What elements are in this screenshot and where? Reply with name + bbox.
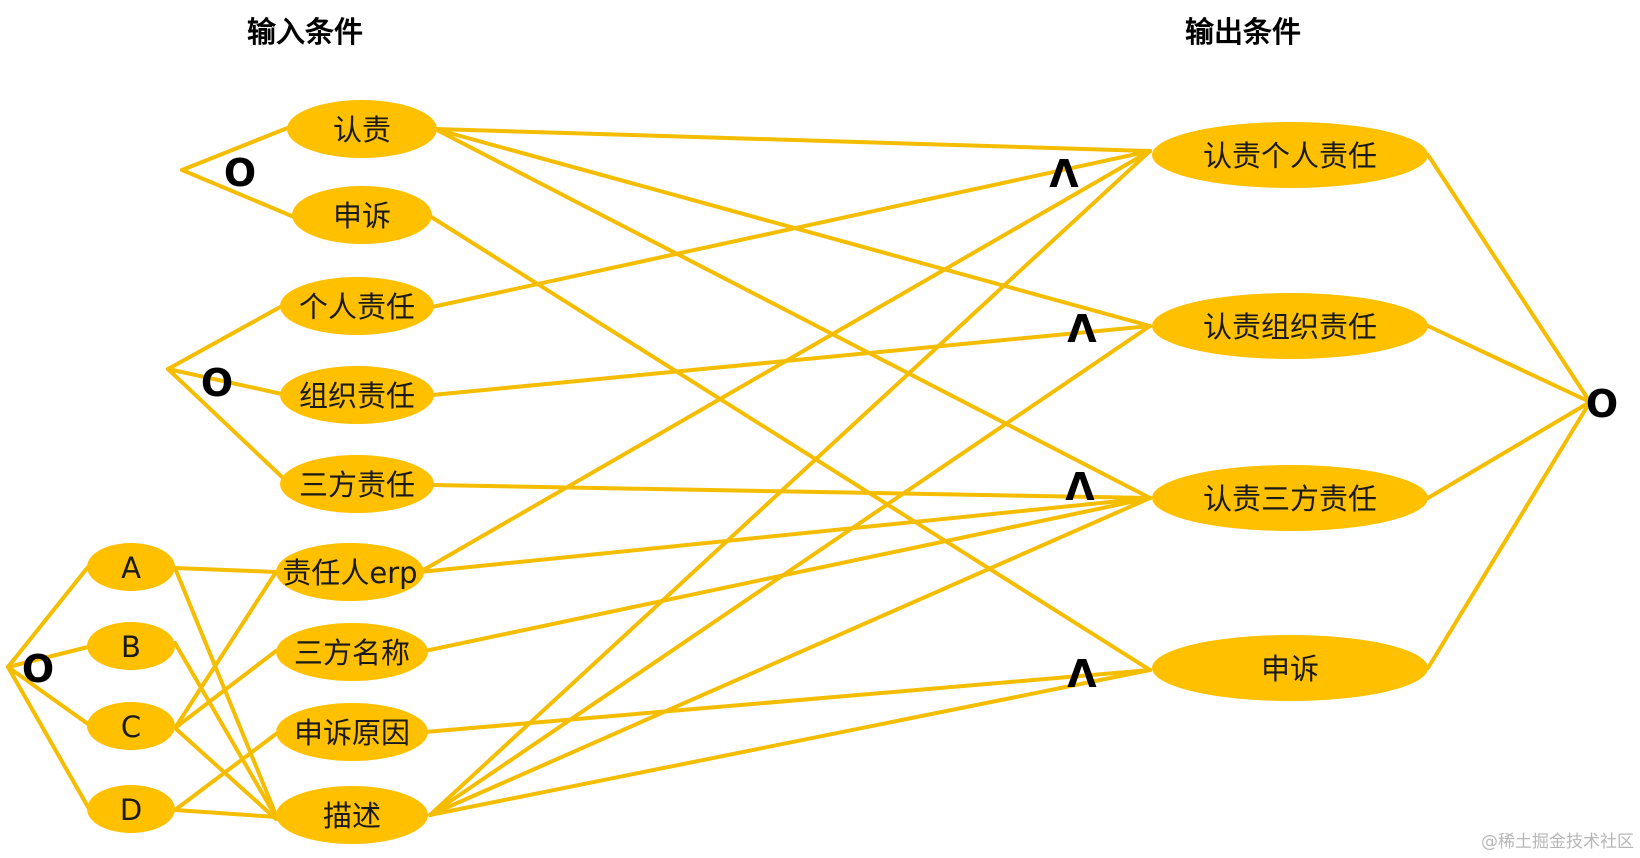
node-label: D [120,793,142,827]
watermark: @稀土掘金技术社区 [1481,832,1634,852]
edge [428,324,1152,817]
or-operator: O [1586,382,1618,426]
input-nodes: 认责 申诉 个人责任 组织责任 三方责任 责任人erp 三方名称 申诉原因 [87,100,437,844]
output-nodes: 认责个人责任 认责组织责任 认责三方责任 申诉 [1152,122,1428,701]
edge [430,149,1152,309]
and-operator: Λ [1067,307,1097,351]
edge [173,732,278,812]
and-operator: Λ [1049,152,1079,196]
output-conditions-header: 输出条件 [1185,15,1301,49]
node-label: 描述 [323,799,381,833]
node-zuzhi-zeren: 组织责任 [280,366,434,424]
edges [6,125,1592,821]
edge [173,566,278,574]
node-out-shensu: 申诉 [1152,635,1428,701]
node-label: 三方名称 [294,636,410,670]
node-label: B [121,630,141,664]
node-label: 组织责任 [299,379,415,413]
node-label: 认责个人责任 [1203,139,1377,173]
node-label: 申诉 [333,199,391,233]
node-label: 认责三方责任 [1203,482,1377,516]
edge [423,211,1152,672]
node-label: 认责 [333,113,391,147]
edge [180,168,296,219]
node-b: B [87,622,175,670]
edge [423,668,1152,734]
node-shensu: 申诉 [292,186,432,244]
or-operator: O [22,647,54,691]
edge [173,808,278,819]
node-out-sanfang: 认责三方责任 [1152,465,1428,531]
node-d: D [87,785,175,833]
edge [430,483,1152,500]
node-label: 责任人erp [282,556,417,590]
node-label: 认责组织责任 [1203,310,1377,344]
edge [418,496,1152,574]
node-renze: 认责 [287,100,437,158]
edge [6,565,90,669]
edge [428,149,1152,817]
edge [173,649,278,730]
node-out-zuzhi: 认责组织责任 [1152,293,1428,359]
edge [6,665,90,809]
edge [1426,153,1592,404]
or-operator: O [201,361,233,405]
node-c: C [87,702,175,750]
node-a: A [87,543,175,591]
edge [6,645,90,669]
edge [433,127,1152,500]
edge [433,127,1152,153]
edge [173,641,278,819]
node-out-geren: 认责个人责任 [1152,122,1428,188]
node-label: C [121,710,141,744]
edge [430,324,1152,397]
edge [6,665,90,726]
or-operator: O [224,151,256,195]
edge [173,570,278,730]
edge [428,496,1152,817]
node-label: 申诉 [1261,652,1319,686]
node-sanfang-mingcheng: 三方名称 [276,623,428,681]
node-shensu-yuanyin: 申诉原因 [276,703,428,761]
edge [1426,400,1592,500]
and-operator: Λ [1067,652,1097,696]
input-conditions-header: 输入条件 [247,15,363,49]
edge [418,149,1152,574]
edge [428,668,1152,817]
node-zerenren-erp: 责任人erp [276,543,424,601]
and-operator: Λ [1065,465,1095,509]
node-label: A [121,551,141,585]
edge [166,367,284,396]
edge [166,367,284,479]
edge [166,304,284,371]
node-geren-zeren: 个人责任 [280,277,434,335]
node-sanfang-zeren: 三方责任 [280,455,434,513]
node-label: 三方责任 [299,468,415,502]
node-label: 申诉原因 [294,716,410,750]
edge [1426,400,1592,670]
edge [180,125,292,172]
node-label: 个人责任 [299,290,415,324]
edge [1426,324,1592,404]
node-miaoshu: 描述 [276,786,428,844]
